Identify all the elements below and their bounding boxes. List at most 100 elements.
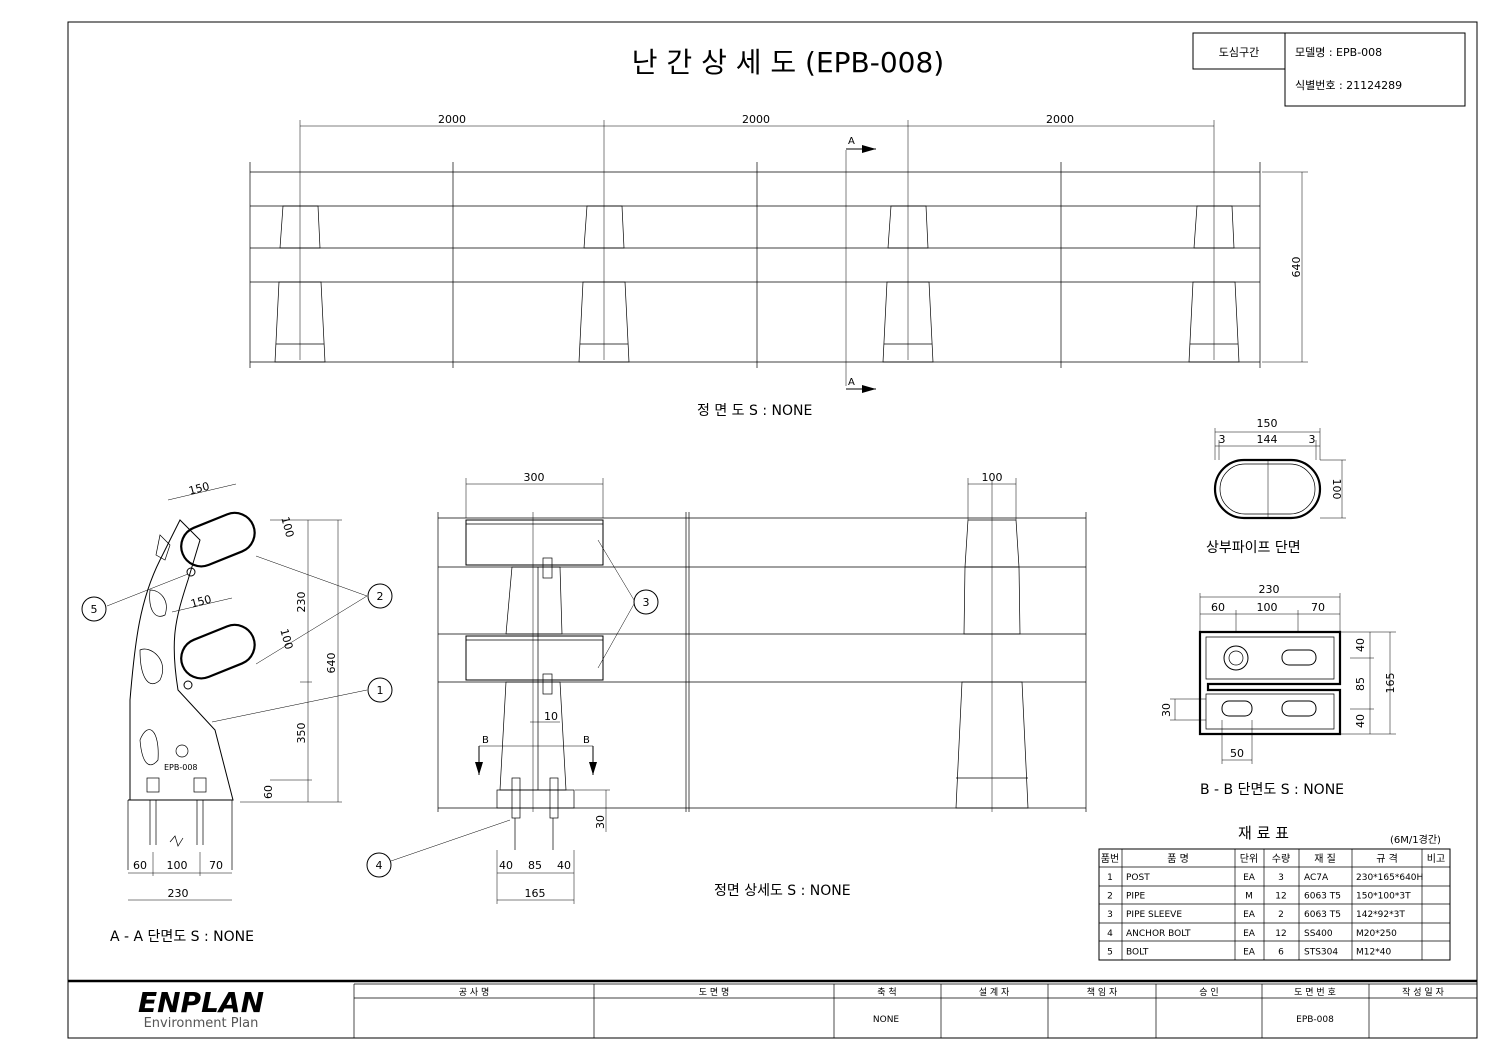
tb-scale-value: NONE: [873, 1015, 900, 1025]
aa-dim-seg-230: 230: [295, 592, 308, 613]
aa-dim-pipe-w-mid: 150: [189, 593, 213, 611]
aa-dim-230: 230: [168, 887, 189, 900]
id-line: 식별번호 : 21124289: [1295, 79, 1402, 92]
pipe-dim-144: 144: [1257, 433, 1278, 446]
fd-dim-40a: 40: [499, 859, 513, 872]
fd-dim-40b: 40: [557, 859, 571, 872]
aa-dim-seg-350: 350: [295, 723, 308, 744]
material-cell: 12: [1275, 892, 1286, 902]
material-cell: 6: [1278, 947, 1284, 957]
material-cell: 2: [1107, 892, 1113, 902]
bb-dim-60: 60: [1211, 601, 1225, 614]
fd-dim-100: 100: [982, 471, 1003, 484]
th-material: 재 질: [1314, 853, 1336, 865]
callout-3-label: 3: [643, 596, 650, 609]
tb-drawing-no-value: EPB-008: [1296, 1015, 1334, 1025]
span-label-1: 2000: [438, 113, 466, 126]
material-cell: 12: [1275, 929, 1286, 939]
material-cell: 3: [1107, 910, 1113, 920]
callout-1: [367, 677, 393, 703]
aa-dim-60: 60: [133, 859, 147, 872]
bb-section-caption: B - B 단면도 S : NONE: [1200, 782, 1344, 798]
front-detail-caption: 정면 상세도 S : NONE: [714, 883, 851, 899]
front-view-caption: 정 면 도 S : NONE: [697, 403, 812, 419]
fd-dim-85: 85: [528, 859, 542, 872]
material-cell: 230*165*640H: [1356, 873, 1423, 883]
th-name: 품 명: [1167, 853, 1189, 865]
aa-dim-pipe-w-top: 150: [187, 480, 211, 498]
tb-header-scale: 축 척: [877, 987, 896, 998]
tb-header-designer: 설 계 자: [979, 986, 1010, 998]
span-label-3: 2000: [1046, 113, 1074, 126]
pipe-dim-3b: 3: [1309, 433, 1316, 446]
tb-header-drawing-no: 도 면 번 호: [1294, 987, 1336, 998]
title-block: ENPLAN Environment Plan 공 사 명 도 면 명 축 척 …: [68, 979, 1477, 1038]
material-cell: ANCHOR BOLT: [1126, 929, 1191, 939]
th-qty: 수량: [1272, 853, 1290, 865]
th-note: 비고: [1427, 853, 1445, 865]
ks-logo-icon: [175, 744, 189, 758]
model-line: 모델명 : EPB-008: [1295, 46, 1382, 59]
material-cell: 150*100*3T: [1356, 892, 1411, 902]
material-cell: 5: [1107, 947, 1113, 957]
fd-dim-300: 300: [524, 471, 545, 484]
info-box: 도심구간 모델명 : EPB-008 식별번호 : 21124289: [1192, 32, 1466, 107]
bb-dim-165: 165: [1384, 673, 1397, 694]
material-cell: 142*92*3T: [1356, 910, 1405, 920]
bb-dim-30: 30: [1160, 703, 1173, 717]
aa-dim-total-640: 640: [325, 653, 338, 674]
aa-section-caption: A - A 단면도 S : NONE: [110, 929, 254, 945]
callout-4-label: 4: [376, 859, 383, 872]
material-cell: 3: [1278, 873, 1284, 883]
fd-dim-30: 30: [594, 815, 607, 829]
th-unit: 단위: [1240, 852, 1258, 865]
material-cell: 4: [1107, 929, 1113, 939]
bb-dim-230: 230: [1259, 583, 1280, 596]
drawing-title: 난 간 상 세 도 (EPB-008): [632, 46, 944, 79]
pipe-dim-150: 150: [1257, 417, 1278, 430]
th-no: 품번: [1101, 853, 1119, 865]
material-cell: EA: [1243, 873, 1256, 883]
pipe-upper: [180, 511, 256, 568]
material-cell: M12*40: [1356, 947, 1391, 957]
bb-dim-50: 50: [1230, 747, 1244, 760]
material-cell: EA: [1243, 947, 1256, 957]
material-cell: PIPE SLEEVE: [1126, 910, 1182, 920]
bb-dim-100: 100: [1257, 601, 1278, 614]
material-table-note: (6M/1경간): [1390, 833, 1441, 846]
aa-dim-pipe-h-mid: 100: [277, 627, 295, 651]
tb-header-approval: 승 인: [1199, 987, 1218, 998]
bb-dim-70: 70: [1311, 601, 1325, 614]
b-marker-left: B: [482, 735, 489, 746]
brand-subtitle: Environment Plan: [144, 1016, 259, 1031]
material-cell: M: [1245, 892, 1253, 902]
callout-4: [366, 852, 392, 878]
material-cell: EA: [1243, 910, 1256, 920]
tb-header-drawing-name: 도 면 명: [699, 987, 730, 998]
front-view: 2000 2000 2000: [249, 113, 1308, 419]
pipe-lower: [180, 623, 256, 680]
section-marker-bottom: A: [848, 377, 855, 388]
material-cell: POST: [1126, 873, 1150, 883]
callout-2: [367, 583, 393, 609]
height-label: 640: [1290, 257, 1303, 278]
fd-dim-10: 10: [544, 710, 558, 723]
material-table: 재 료 표 (6M/1경간) 품번 품 명 단위 수량 재 질 규 격 비고: [1098, 824, 1451, 961]
aa-dim-70: 70: [209, 859, 223, 872]
pipe-section-caption: 상부파이프 단면: [1206, 540, 1301, 556]
material-table-title: 재 료 표: [1238, 824, 1289, 842]
material-cell: AC7A: [1304, 873, 1329, 883]
section-label: 도심구간: [1219, 46, 1259, 59]
aa-dim-100: 100: [167, 859, 188, 872]
pipe-dim-3a: 3: [1219, 433, 1226, 446]
brand-logo: ENPLAN: [138, 986, 264, 1019]
section-marker-top: A: [848, 136, 855, 147]
tb-header-project: 공 사 명: [459, 987, 490, 998]
material-cell: 2: [1278, 910, 1284, 920]
bb-section: 230 60 100 70 40 85 40 165 30 50 B - B 단…: [1160, 583, 1397, 798]
material-cell: STS304: [1304, 947, 1338, 957]
material-cell: 6063 T5: [1304, 910, 1341, 920]
material-cell: PIPE: [1126, 892, 1146, 902]
material-cell: 1: [1107, 873, 1113, 883]
b-marker-right: B: [583, 735, 590, 746]
